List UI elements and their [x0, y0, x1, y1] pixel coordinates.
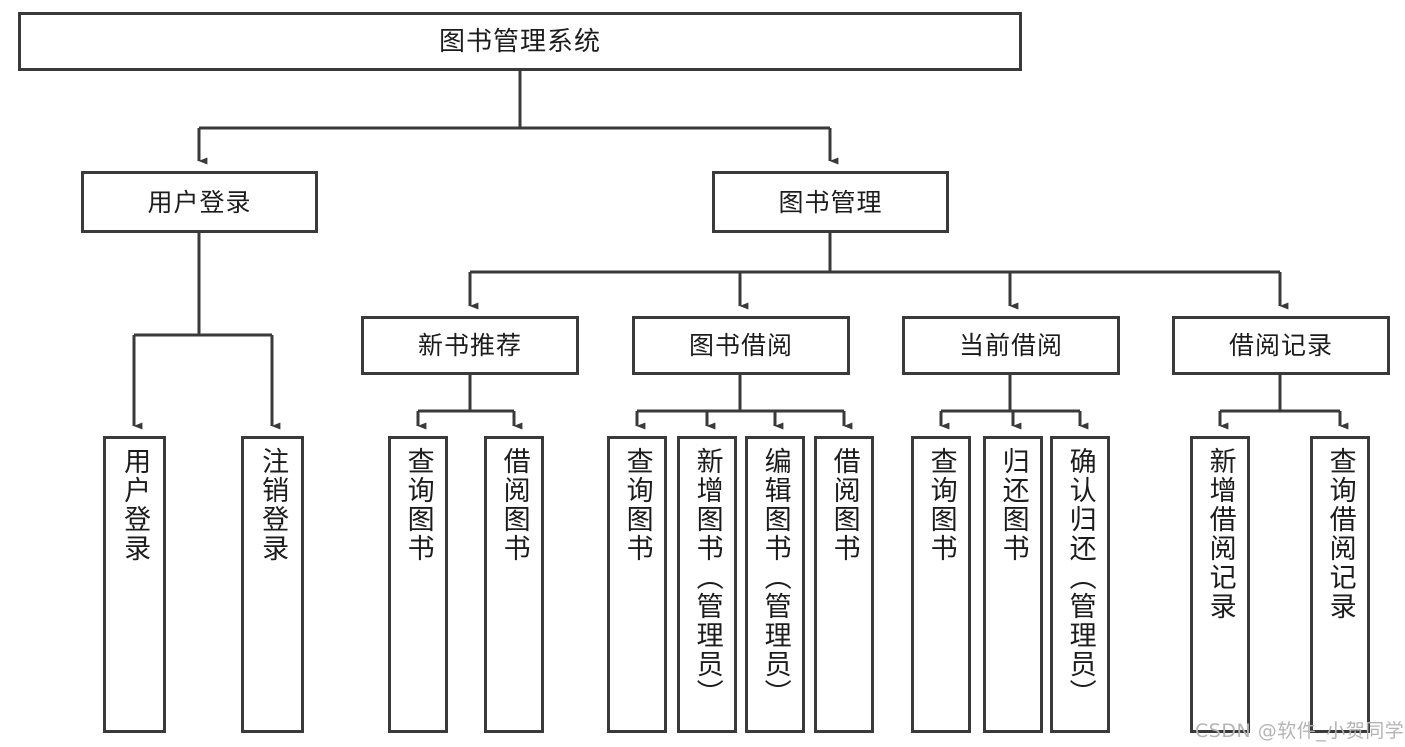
node-label: 图书借阅 — [688, 331, 793, 360]
node-label: 用户登录 — [147, 187, 252, 217]
node-label: 编辑图书（管理员） — [759, 447, 791, 708]
node-leaf-12[interactable]: 查询借阅记录 — [1310, 436, 1370, 733]
node-leaf-9[interactable]: 归还图书 — [983, 436, 1043, 733]
node-label: 新增借阅记录 — [1204, 447, 1236, 621]
node-label: 借阅图书 — [828, 447, 860, 563]
node-label: 查询图书 — [402, 447, 434, 563]
node-leaf-1[interactable]: 注销登录 — [241, 436, 304, 733]
node-leaf-5[interactable]: 新增图书（管理员） — [677, 436, 737, 733]
node-level2-0[interactable]: 用户登录 — [81, 171, 318, 233]
node-leaf-7[interactable]: 借阅图书 — [814, 436, 874, 733]
node-label: 查询借阅记录 — [1324, 447, 1356, 621]
node-leaf-11[interactable]: 新增借阅记录 — [1190, 436, 1250, 733]
node-level3-0[interactable]: 新书推荐 — [361, 316, 579, 375]
node-label: 用户登录 — [119, 447, 151, 563]
node-leaf-8[interactable]: 查询图书 — [911, 436, 971, 733]
node-label: 图书管理 — [778, 187, 883, 217]
csdn-watermark: CSDN @软件_小贺同学 — [1195, 720, 1405, 742]
node-leaf-2[interactable]: 查询图书 — [388, 436, 448, 733]
node-leaf-3[interactable]: 借阅图书 — [484, 436, 544, 733]
node-level3-2[interactable]: 当前借阅 — [902, 316, 1120, 375]
node-label: 借阅图书 — [498, 447, 530, 563]
node-label: 借阅记录 — [1228, 331, 1333, 360]
node-level3-1[interactable]: 图书借阅 — [632, 316, 850, 375]
node-label: 当前借阅 — [958, 331, 1063, 360]
node-root-system[interactable]: 图书管理系统 — [18, 12, 1022, 71]
node-label: 查询图书 — [925, 447, 957, 563]
node-label: 归还图书 — [997, 447, 1029, 563]
node-label: 确认归还（管理员） — [1064, 447, 1096, 708]
node-leaf-4[interactable]: 查询图书 — [607, 436, 667, 733]
node-label: 新书推荐 — [417, 331, 522, 360]
node-level2-1[interactable]: 图书管理 — [712, 171, 949, 233]
node-level3-3[interactable]: 借阅记录 — [1172, 316, 1390, 375]
node-leaf-0[interactable]: 用户登录 — [103, 436, 166, 733]
node-leaf-6[interactable]: 编辑图书（管理员） — [745, 436, 805, 733]
node-label: 图书管理系统 — [438, 26, 601, 57]
node-label: 查询图书 — [621, 447, 653, 563]
node-label: 注销登录 — [257, 447, 289, 563]
node-label: 新增图书（管理员） — [691, 447, 723, 708]
node-leaf-10[interactable]: 确认归还（管理员） — [1050, 436, 1110, 733]
